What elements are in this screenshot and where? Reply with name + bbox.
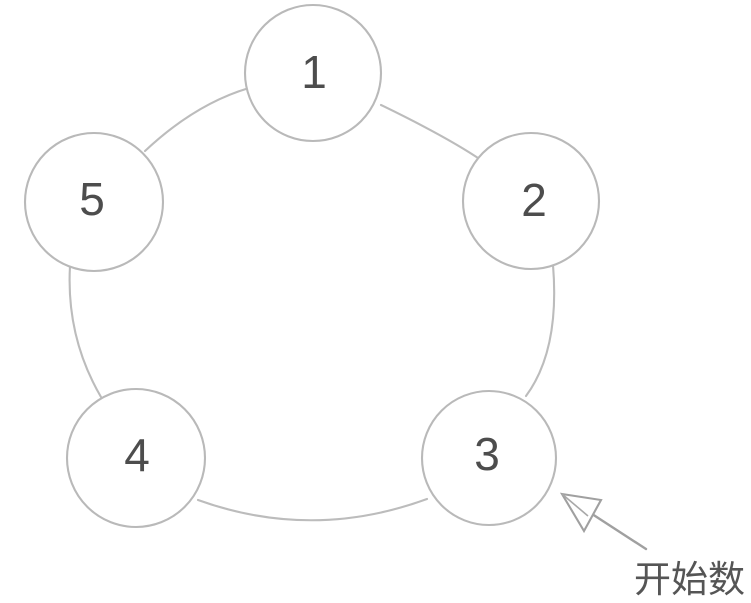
node-circle-4[interactable] xyxy=(65,387,207,529)
annotation-arrow-head-crease xyxy=(561,493,589,517)
link-arc-4-to-5 xyxy=(68,264,103,399)
annotation-arrow-shaft xyxy=(587,510,648,551)
link-arc-3-to-4 xyxy=(196,497,429,522)
node-label-3: 3 xyxy=(474,428,500,480)
link-arc-1-to-2 xyxy=(379,103,483,162)
link-arc-5-to-1 xyxy=(143,86,251,153)
node-circle-1[interactable] xyxy=(243,3,383,143)
node-circle-3[interactable] xyxy=(420,389,558,527)
start-annotation xyxy=(559,492,648,551)
node-label-4: 4 xyxy=(124,429,150,481)
node-circle-5[interactable] xyxy=(23,131,165,273)
node-circle-2[interactable] xyxy=(461,131,601,271)
node-label-5: 5 xyxy=(79,173,105,225)
annotation-label: 开始数 xyxy=(634,558,745,601)
link-group xyxy=(68,86,556,522)
node-group: 1 2 3 4 5 xyxy=(23,3,601,529)
node-label-1: 1 xyxy=(301,46,327,98)
node-label-2: 2 xyxy=(521,174,547,226)
link-arc-2-to-3 xyxy=(524,263,556,398)
